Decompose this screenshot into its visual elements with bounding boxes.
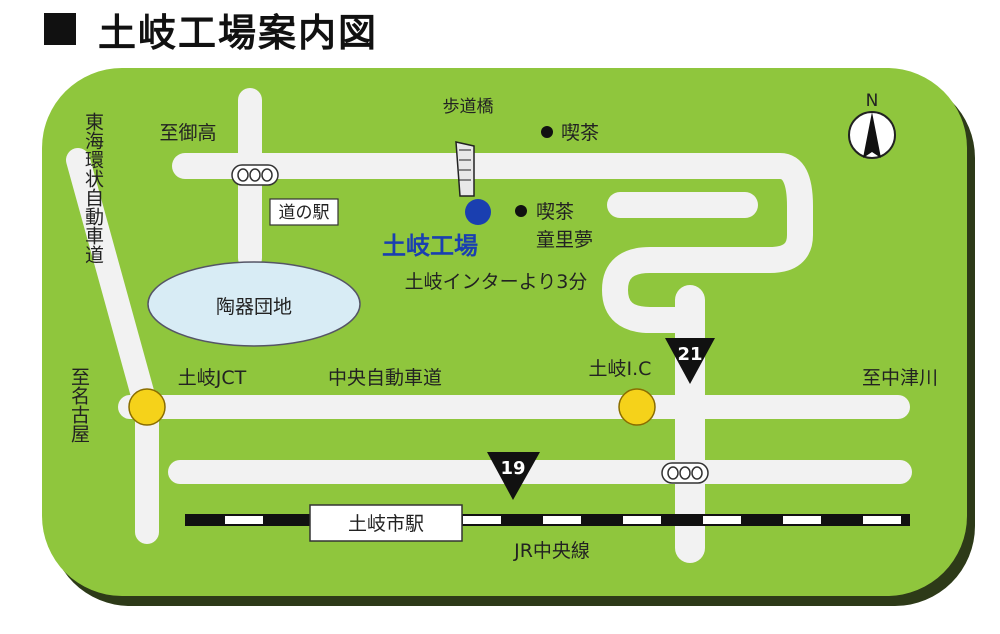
- cafe-dot-icon: [541, 126, 553, 138]
- route21-label: 21: [677, 344, 702, 365]
- ceramics-park-label: 陶器団地: [216, 296, 292, 318]
- tokai-kanjo-label: 東海環状自動車道: [82, 112, 104, 264]
- toki-station-box: [309, 504, 463, 542]
- toki-jct-marker-icon: [128, 388, 166, 426]
- toki-ic-marker-icon: [618, 388, 656, 426]
- heading-square-icon: [44, 13, 76, 45]
- cafe2-name-label: 童里夢: [536, 229, 593, 251]
- factory-name-label: 土岐工場: [382, 232, 478, 260]
- jr-railway: [185, 514, 910, 526]
- footbridge-icon: [455, 141, 475, 197]
- footbridge-label: 歩道橋: [443, 97, 494, 117]
- route21-shield-icon: [665, 338, 715, 384]
- nakatsugawa-direction-label: 至中津川: [862, 367, 938, 389]
- jr-line-label: JR中央線: [513, 540, 590, 562]
- cafe1-label: 喫茶: [561, 122, 599, 144]
- toki-station-label: 土岐市駅: [348, 513, 424, 535]
- michi-no-eki-label: 道の駅: [279, 203, 330, 223]
- map-heading: 土岐工場案内図: [44, 6, 378, 55]
- interchange-icon-lower: [661, 462, 709, 484]
- toki-jct-label: 土岐JCT: [178, 367, 247, 389]
- interchange-icon-upper: [231, 164, 279, 186]
- compass-icon: [848, 111, 896, 159]
- cafe2-label: 喫茶: [536, 201, 574, 223]
- ceramics-park-area: [147, 261, 361, 347]
- route19-label: 19: [500, 458, 525, 479]
- factory-access-label: 土岐インターより3分: [405, 271, 588, 293]
- route19-shield-icon: [487, 452, 540, 500]
- page-title: 土岐工場案内図: [98, 10, 379, 55]
- mitake-direction-label: 至御高: [159, 122, 216, 144]
- michi-no-eki-box: [269, 198, 339, 226]
- factory-marker-icon: [465, 199, 491, 225]
- chuo-expressway-label: 中央自動車道: [328, 367, 442, 389]
- toki-ic-label: 土岐I.C: [589, 358, 652, 380]
- cafe-dot-icon: [515, 205, 527, 217]
- compass-north-label: N: [866, 91, 879, 111]
- upper-road: [172, 153, 813, 333]
- nagoya-direction-label: 至名古屋: [68, 367, 90, 443]
